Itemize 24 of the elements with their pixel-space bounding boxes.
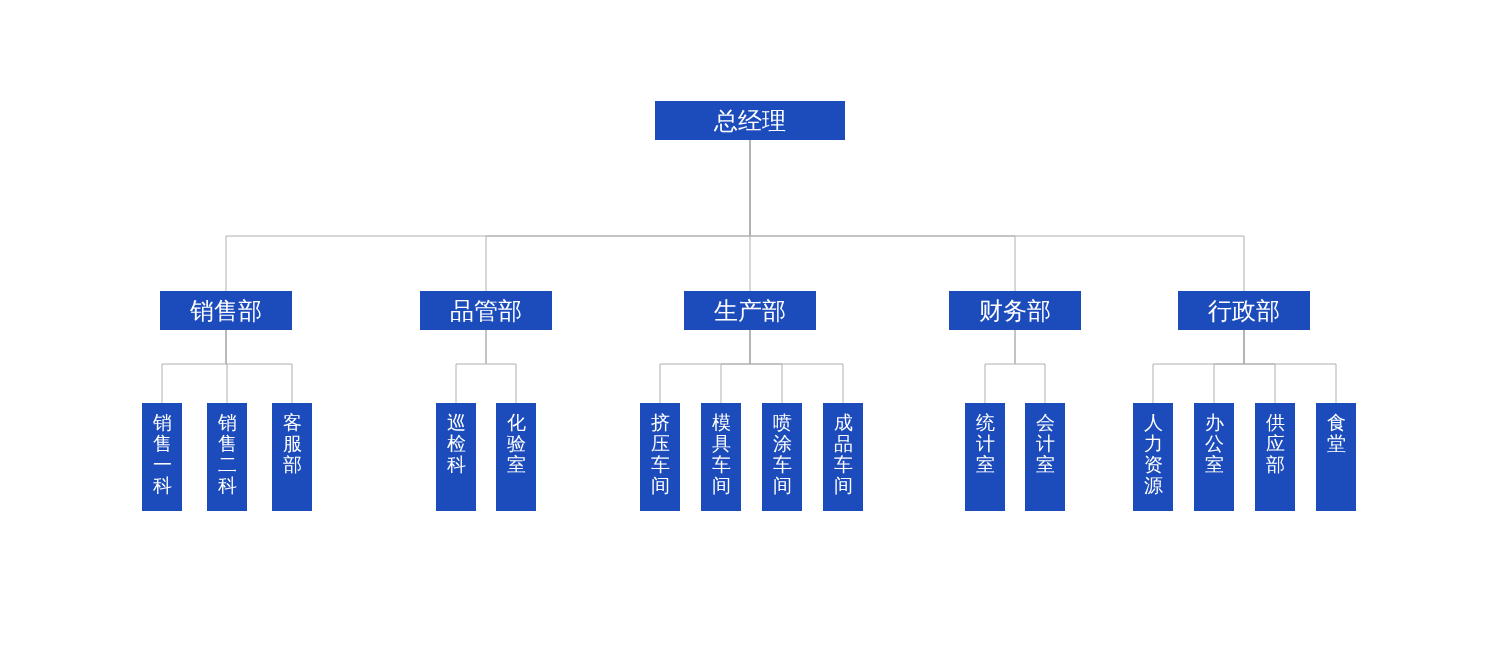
- connector-line: [1014, 329, 1046, 404]
- department-box: 品管部: [420, 291, 552, 330]
- department-box: 生产部: [684, 291, 816, 330]
- section-box: 食堂: [1316, 403, 1356, 511]
- department-box: 财务部: [949, 291, 1081, 330]
- section-box: 成品车间: [823, 403, 863, 511]
- department-box: 销售部: [160, 291, 292, 330]
- section-box: 人力资源: [1133, 403, 1173, 511]
- connector-line: [225, 329, 293, 404]
- section-box: 供应部: [1255, 403, 1295, 511]
- section-box: 销售二科: [207, 403, 247, 511]
- department-box: 行政部: [1178, 291, 1310, 330]
- section-box: 化验室: [496, 403, 536, 511]
- section-box: 办公室: [1194, 403, 1234, 511]
- section-box: 模具车间: [701, 403, 741, 511]
- section-box: 统计室: [965, 403, 1005, 511]
- connector-line: [485, 329, 517, 404]
- section-box: 客服部: [272, 403, 312, 511]
- department-box: 总经理: [655, 101, 845, 140]
- section-box: 会计室: [1025, 403, 1065, 511]
- section-box: 挤压车间: [640, 403, 680, 511]
- section-box: 喷涂车间: [762, 403, 802, 511]
- section-box: 巡检科: [436, 403, 476, 511]
- section-box: 销售一科: [142, 403, 182, 511]
